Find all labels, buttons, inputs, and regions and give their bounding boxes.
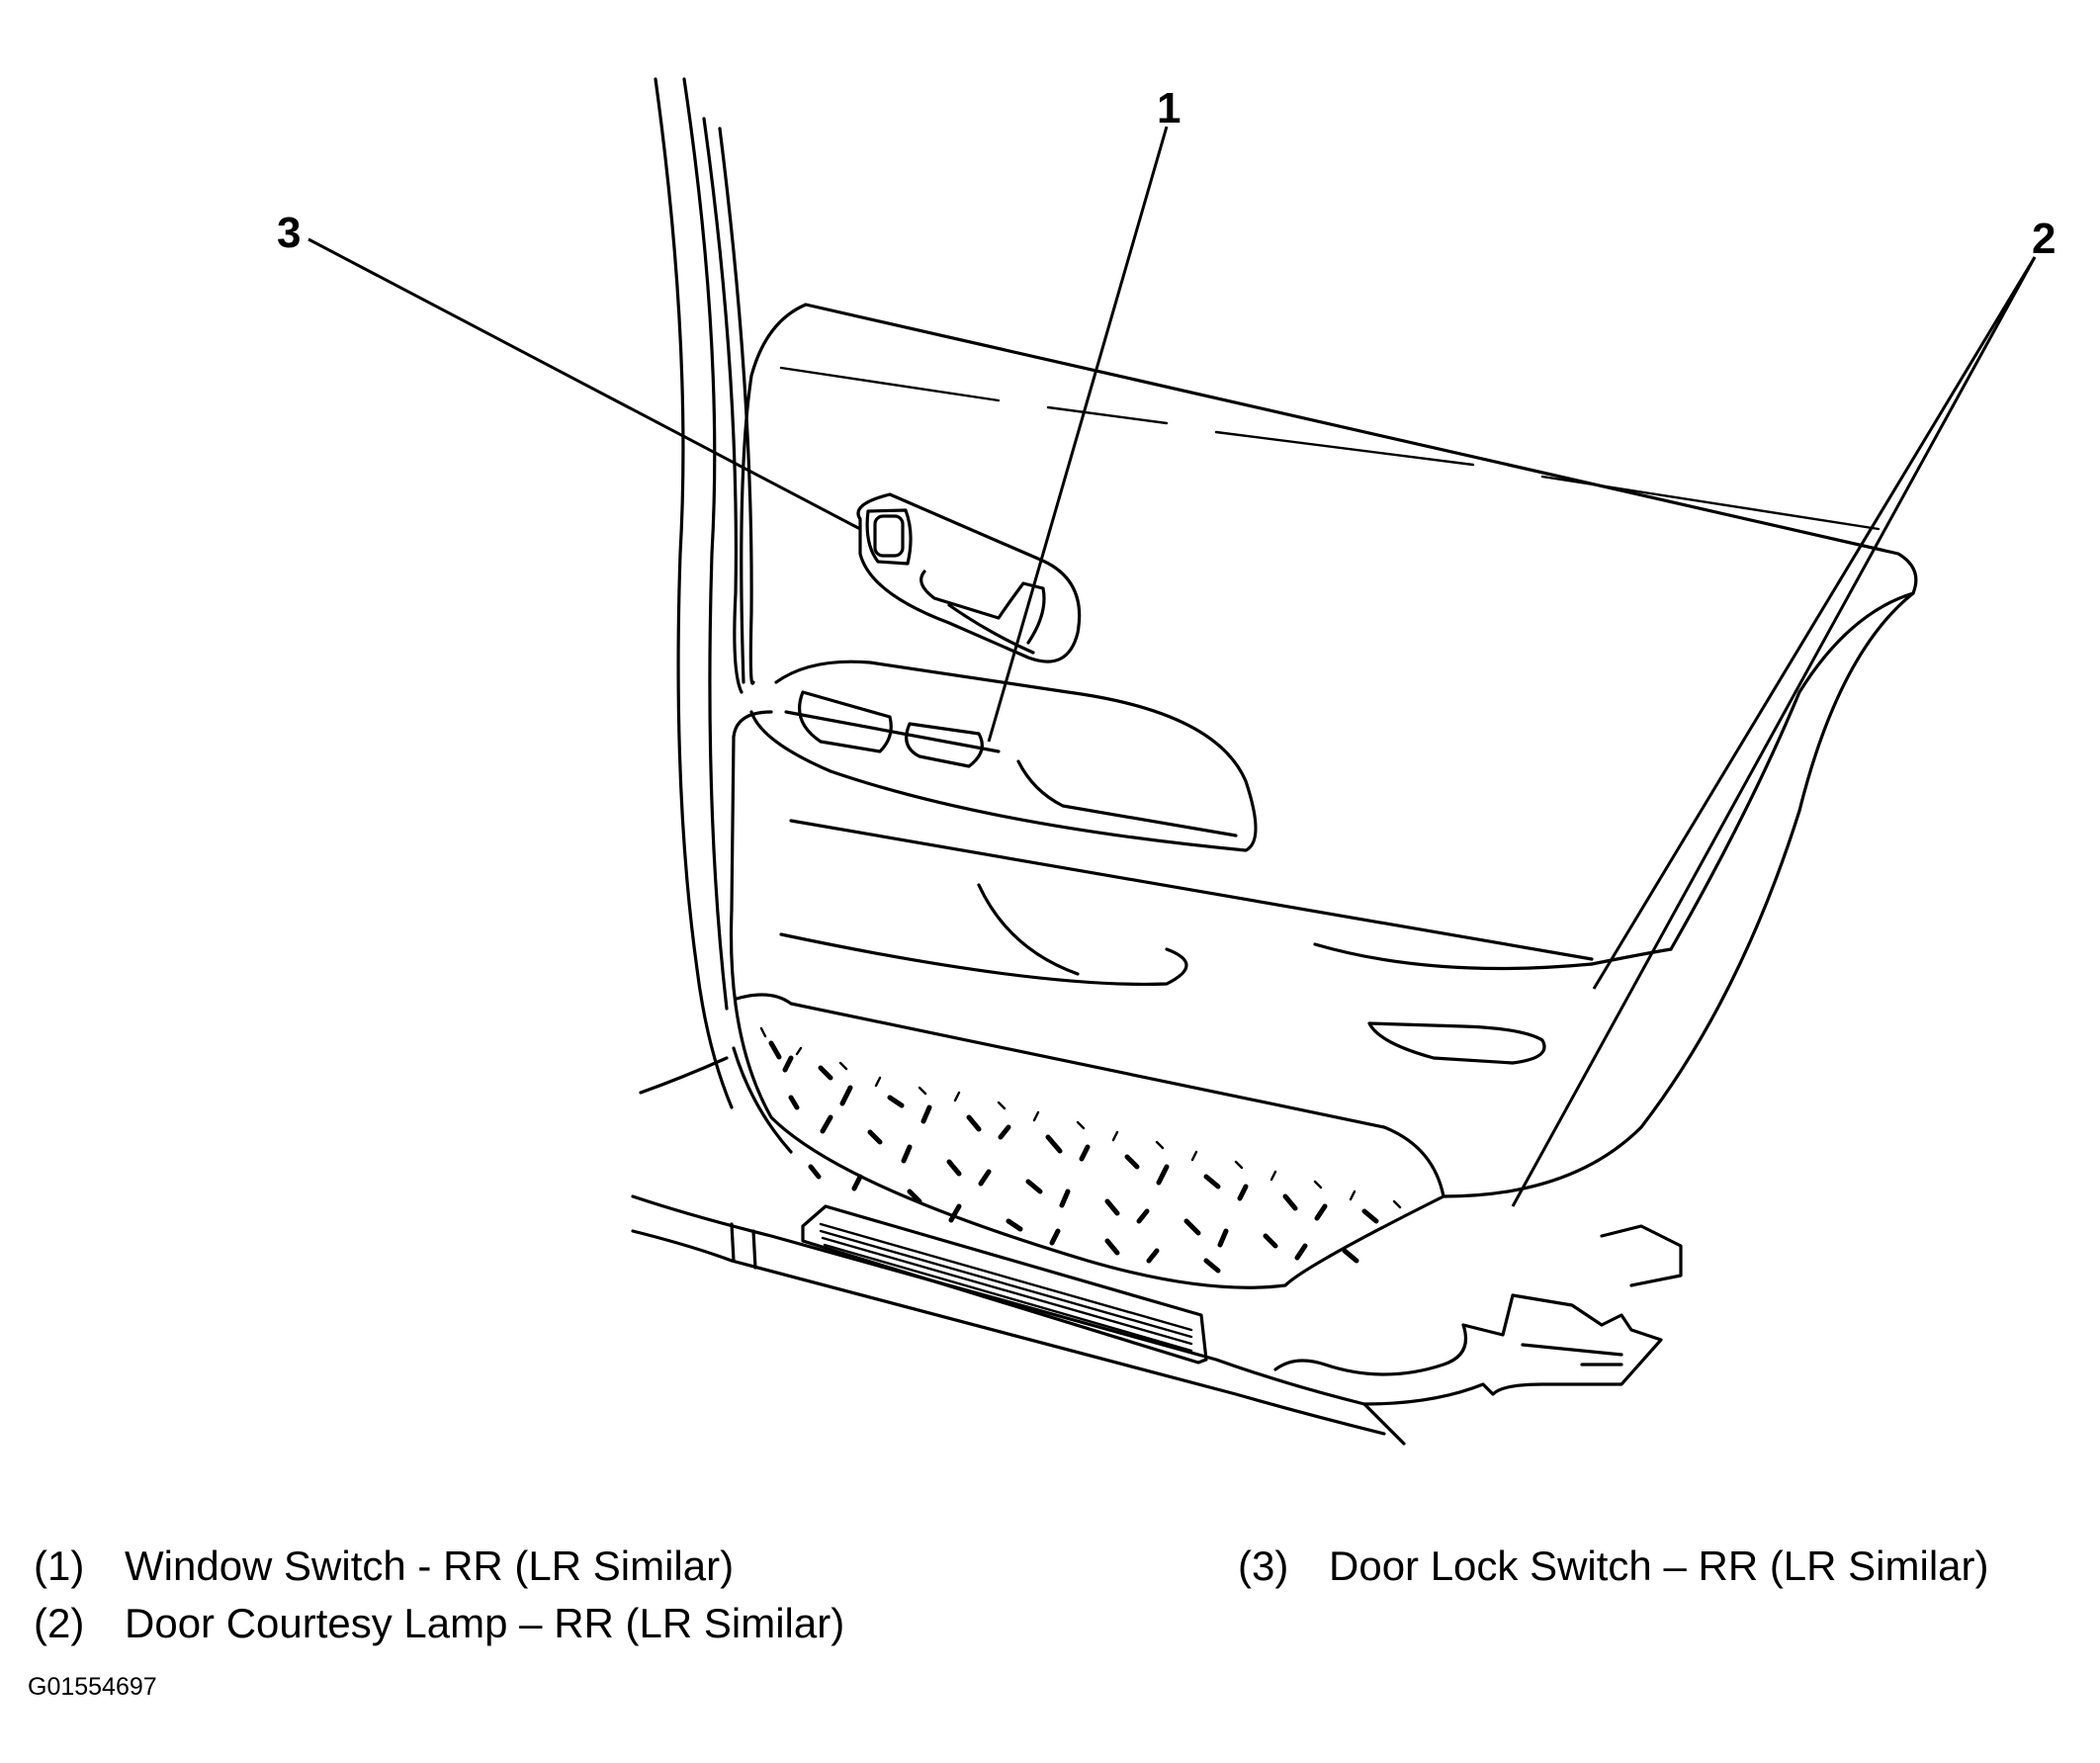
carpet-lower-section <box>732 1026 1402 1274</box>
door-handle <box>856 492 1082 663</box>
door-trim-panel <box>729 303 1918 1289</box>
door-lock-switch <box>865 508 913 566</box>
legend-number: (1) <box>34 1543 85 1589</box>
legend-item-1: (1) Window Switch - RR (LR Similar) <box>34 1543 734 1590</box>
legend-item-2: (2) Door Courtesy Lamp – RR (LR Similar) <box>34 1600 844 1647</box>
legend-text: Door Courtesy Lamp – RR (LR Similar) <box>125 1600 845 1646</box>
window-switch-bezel <box>749 660 1258 852</box>
door-sill <box>631 1194 1683 1446</box>
legend-number: (3) <box>1238 1543 1289 1589</box>
callout-3: 3 <box>277 209 861 531</box>
legend-number: (2) <box>34 1600 85 1646</box>
legend-item-3: (3) Door Lock Switch – RR (LR Similar) <box>1238 1543 1989 1590</box>
legend-text: Window Switch - RR (LR Similar) <box>125 1543 735 1589</box>
svg-text:3: 3 <box>277 209 301 257</box>
figure-id: G01554697 <box>28 1673 157 1701</box>
door-courtesy-lamp <box>1367 1021 1546 1065</box>
callout-2: 2 <box>1511 215 2056 1207</box>
legend-text: Door Lock Switch – RR (LR Similar) <box>1329 1543 1989 1589</box>
svg-text:1: 1 <box>1157 84 1181 132</box>
armrest <box>732 710 1673 1198</box>
callout-1: 1 <box>987 84 1181 743</box>
svg-text:2: 2 <box>2032 215 2056 263</box>
door-frame <box>639 77 755 1109</box>
